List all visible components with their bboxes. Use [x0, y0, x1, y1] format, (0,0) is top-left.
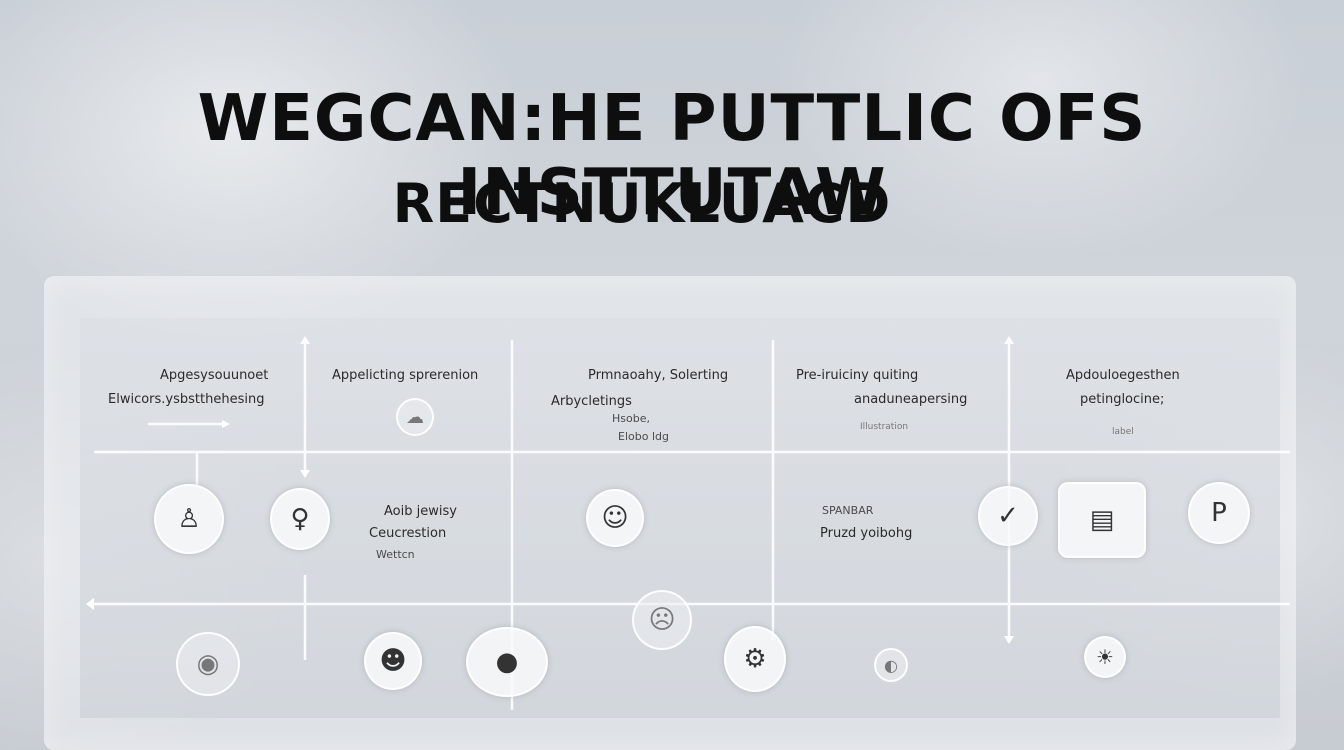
arrow-head	[222, 420, 230, 428]
col5-heading: Apdouloegesthen	[1066, 368, 1180, 383]
mid-right-line1: SPANBAR	[822, 504, 874, 517]
col3-sub3: Elobo ldg	[618, 430, 669, 443]
col4-sub2: Illustration	[860, 422, 909, 432]
cloud-icon: ☁	[396, 398, 434, 436]
figure-icon: ♀	[270, 488, 330, 550]
document-icon: ▤	[1058, 482, 1146, 558]
col4-heading: Pre-iruiciny quiting	[796, 368, 919, 383]
gear-icon: ⚙	[724, 626, 786, 692]
light-icon: ☀	[1084, 636, 1126, 678]
col5-sub2: label	[1112, 427, 1134, 437]
col1-heading: Apgesysouunoet	[160, 368, 269, 383]
diagram-title-line2: RECTNUKLUACD	[392, 172, 892, 235]
person-icon: ♙	[154, 484, 224, 554]
mid-left-line3: Wettcn	[376, 548, 415, 561]
arrow-down-1	[300, 470, 310, 478]
mid-left-line1: Aoib jewisy	[384, 504, 457, 519]
face-icon: ☹	[632, 590, 692, 650]
globe-icon: ◐	[874, 648, 908, 682]
arrow-left	[86, 598, 94, 610]
clock-icon: ◉	[176, 632, 240, 696]
col3-heading: Prmnaoahy, Solerting	[588, 368, 729, 383]
arrow-up-4	[1004, 336, 1014, 344]
profile-icon: P	[1188, 482, 1250, 544]
arrow-down-4	[1004, 636, 1014, 644]
col1-sub: Elwicors.ysbstthehesing	[108, 392, 265, 407]
mid-right-line2: Pruzd yoibohg	[820, 526, 913, 541]
people-icon: ☺	[586, 489, 644, 547]
col2-heading: Appelicting sprerenion	[332, 368, 479, 383]
diagram-title-line1: WEGCAN:HE PUTTLIC OFS INSTTUTAW	[197, 82, 1147, 230]
check-icon: ✓	[978, 486, 1038, 546]
bulb-icon: ●	[466, 627, 548, 697]
col5-sub: petinglocine;	[1080, 392, 1165, 407]
col3-sub: Arbycletings	[551, 394, 632, 409]
arrow-up-1	[300, 336, 310, 344]
col3-sub2: Hsobe,	[612, 412, 650, 425]
col4-sub: anaduneapersing	[854, 392, 968, 407]
mid-left-line2: Ceucrestion	[369, 526, 447, 541]
group-icon: ☻	[364, 632, 422, 690]
